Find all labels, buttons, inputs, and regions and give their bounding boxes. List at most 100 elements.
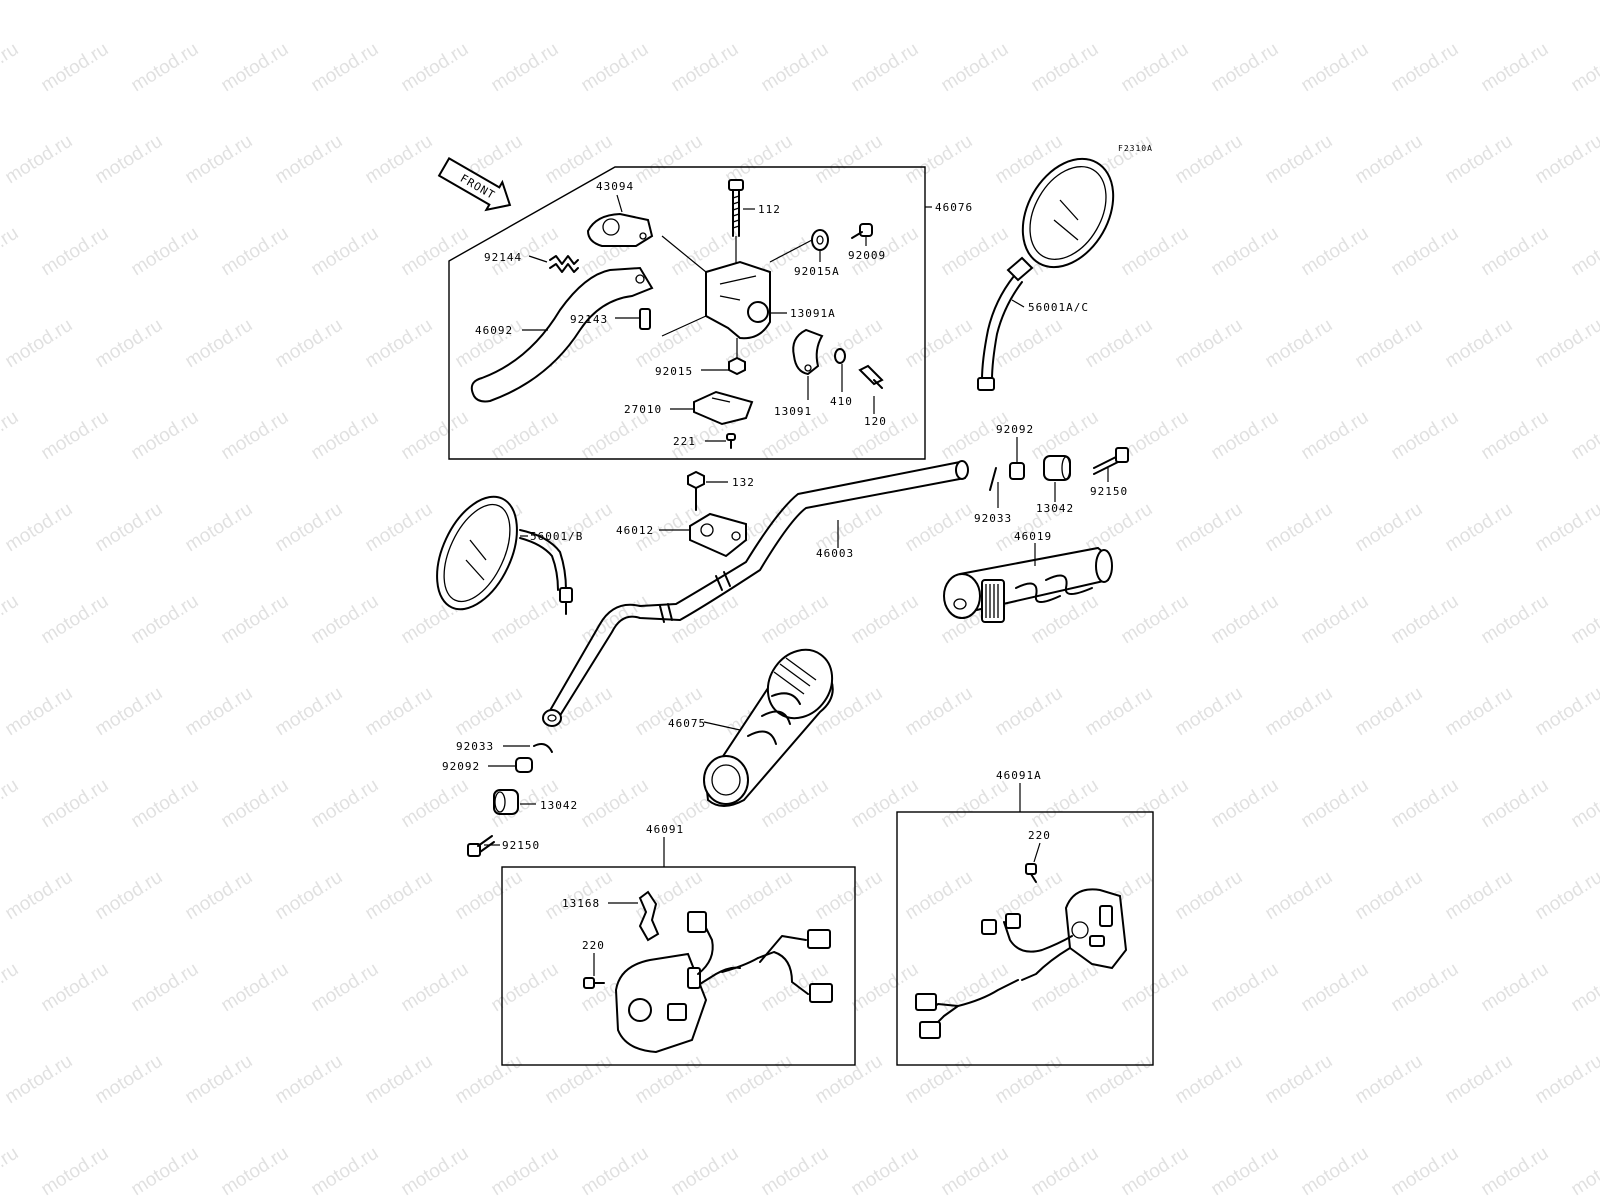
label-92033-left: 92033: [456, 740, 494, 753]
label-13042-right: 13042: [1036, 502, 1074, 515]
part-46019-grip: [943, 546, 1113, 623]
part-92150-bolt-right: [1093, 447, 1129, 475]
watermark-text: motod.ru: [1028, 775, 1103, 833]
watermark-text: motod.ru: [758, 775, 833, 833]
watermark-text: motod.ru: [1478, 39, 1553, 97]
watermark-text: motod.ru: [992, 683, 1067, 741]
watermark-text: motod.ru: [92, 0, 167, 4]
watermark-text: motod.ru: [1532, 0, 1600, 4]
label-27010: 27010: [624, 403, 662, 416]
watermark-text: motod.ru: [1568, 959, 1600, 1017]
watermark-text: motod.ru: [758, 591, 833, 649]
part-13042-weight-left: [493, 789, 519, 815]
watermark-text: motod.ru: [1172, 499, 1247, 557]
watermark-text: motod.ru: [92, 499, 167, 557]
watermark-text: motod.ru: [902, 1051, 977, 1109]
watermark-text: motod.ru: [1568, 223, 1600, 281]
watermark-text: motod.ru: [0, 959, 22, 1017]
watermark-text: motod.ru: [1208, 223, 1283, 281]
watermark-text: motod.ru: [1388, 223, 1463, 281]
watermark-text: motod.ru: [1442, 1051, 1517, 1109]
part-13042-weight-right: [1043, 455, 1071, 481]
watermark-text: motod.ru: [1532, 315, 1600, 373]
watermark-text: motod.ru: [1442, 683, 1517, 741]
label-410: 410: [830, 395, 853, 408]
watermark-text: motod.ru: [1298, 407, 1373, 465]
label-46091A: 46091A: [996, 769, 1042, 782]
watermark-text: motod.ru: [848, 775, 923, 833]
part-46003-handlebar: [542, 460, 969, 727]
watermark-text: motod.ru: [1352, 131, 1427, 189]
watermark-text: motod.ru: [218, 591, 293, 649]
watermark-text: motod.ru: [0, 1143, 22, 1200]
label-92092-right: 92092: [996, 423, 1034, 436]
label-92009: 92009: [848, 249, 886, 262]
watermark-text: motod.ru: [1118, 775, 1193, 833]
watermark-text: motod.ru: [128, 591, 203, 649]
watermark-text: motod.ru: [1262, 131, 1337, 189]
part-56001B-mirror: [436, 495, 573, 615]
watermark-text: motod.ru: [542, 0, 617, 4]
watermark-text: motod.ru: [92, 1051, 167, 1109]
watermark-text: motod.ru: [848, 591, 923, 649]
watermark-text: motod.ru: [1262, 1051, 1337, 1109]
watermark-text: motod.ru: [182, 1051, 257, 1109]
watermark-text: motod.ru: [128, 223, 203, 281]
label-92092-left: 92092: [442, 760, 480, 773]
part-13168-clamp: [638, 890, 660, 942]
part-220-screw-left: [583, 977, 605, 989]
label-92015A: 92015A: [794, 265, 840, 278]
watermark-text: motod.ru: [182, 0, 257, 4]
watermark-text: motod.ru: [128, 407, 203, 465]
watermark-text: motod.ru: [272, 0, 347, 4]
watermark-text: motod.ru: [128, 959, 203, 1017]
watermark-text: motod.ru: [0, 591, 22, 649]
watermark-text: motod.ru: [1388, 959, 1463, 1017]
part-410-washer: [834, 348, 846, 364]
watermark-text: motod.ru: [542, 499, 617, 557]
watermark-text: motod.ru: [2, 867, 77, 925]
watermark-text: motod.ru: [992, 867, 1067, 925]
part-92092-damper-right: [1009, 462, 1025, 480]
watermark-text: motod.ru: [362, 683, 437, 741]
watermark-text: motod.ru: [398, 223, 473, 281]
label-13168: 13168: [562, 897, 600, 910]
label-92015: 92015: [655, 365, 693, 378]
watermark-text: motod.ru: [1082, 1051, 1157, 1109]
watermark-text: motod.ru: [1478, 223, 1553, 281]
part-13091A-bracket: [661, 235, 771, 340]
part-92033-clip-right: [989, 467, 997, 491]
part-132-bolt: [687, 470, 705, 511]
label-13042-left: 13042: [540, 799, 578, 812]
watermark-text: motod.ru: [0, 223, 22, 281]
watermark-text: motod.ru: [488, 407, 563, 465]
watermark-text: motod.ru: [1028, 591, 1103, 649]
watermark-text: motod.ru: [1388, 775, 1463, 833]
watermark-text: motod.ru: [542, 1051, 617, 1109]
watermark-text: motod.ru: [1028, 1143, 1103, 1200]
watermark-text: motod.ru: [128, 39, 203, 97]
watermark-text: motod.ru: [1568, 407, 1600, 465]
watermark-text: motod.ru: [182, 499, 257, 557]
watermark-text: motod.ru: [632, 683, 707, 741]
watermark-text: motod.ru: [2, 0, 77, 4]
watermark-text: motod.ru: [1208, 39, 1283, 97]
watermark-text: motod.ru: [362, 131, 437, 189]
watermark-text: motod.ru: [1208, 959, 1283, 1017]
watermark-text: motod.ru: [1352, 1051, 1427, 1109]
label-92033-right: 92033: [974, 512, 1012, 525]
part-46012-holder: [689, 512, 747, 558]
watermark-text: motod.ru: [398, 775, 473, 833]
watermark-text: motod.ru: [452, 683, 527, 741]
part-92009-screw: [851, 223, 873, 239]
label-112: 112: [758, 203, 781, 216]
watermark-text: motod.ru: [1478, 591, 1553, 649]
watermark-text: motod.ru: [38, 407, 113, 465]
watermark-text: motod.ru: [92, 131, 167, 189]
assembly-box-46076: [448, 166, 926, 460]
label-92150-right: 92150: [1090, 485, 1128, 498]
watermark-text: motod.ru: [38, 775, 113, 833]
watermark-text: motod.ru: [2, 683, 77, 741]
watermark-text: motod.ru: [1352, 683, 1427, 741]
watermark-text: motod.ru: [668, 1143, 743, 1200]
